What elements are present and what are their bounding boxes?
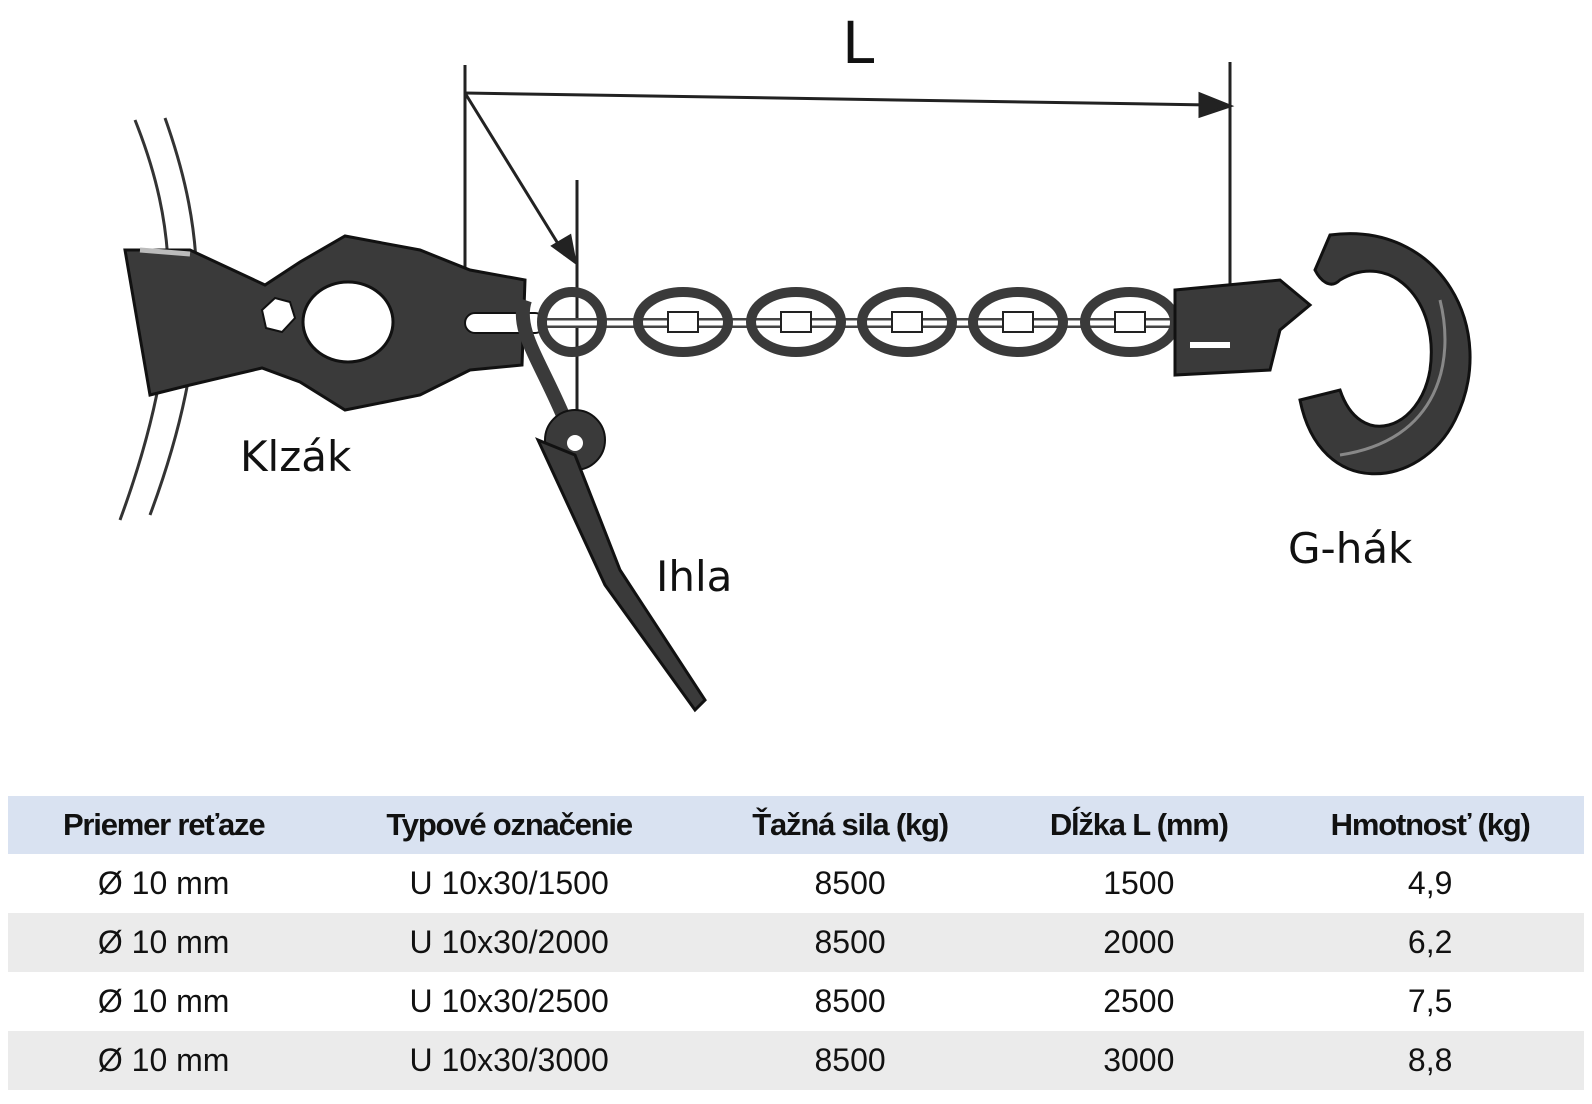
- header-pulling-force: Ťažná sila (kg): [698, 796, 1002, 854]
- cell-chain-diameter: Ø 10 mm: [8, 1031, 320, 1090]
- cell-length-l: 2000: [1001, 913, 1277, 972]
- cell-pulling-force: 8500: [698, 1031, 1002, 1090]
- cell-pulling-force: 8500: [698, 972, 1002, 1031]
- label-g-hak: G-hák: [1288, 524, 1413, 573]
- header-chain-diameter: Priemer reťaze: [8, 796, 320, 854]
- cell-length-l: 3000: [1001, 1031, 1277, 1090]
- chain-links: [537, 287, 1230, 357]
- chain-diagram-drawing: [118, 62, 1472, 713]
- label-klzak: Klzák: [240, 432, 352, 481]
- table-row: Ø 10 mm U 10x30/2000 8500 2000 6,2: [8, 913, 1584, 972]
- cell-pulling-force: 8500: [698, 854, 1002, 913]
- dimension-label-l: L: [842, 9, 875, 77]
- header-type-designation: Typové označenie: [319, 796, 699, 854]
- cell-type-designation: U 10x30/2000: [319, 913, 699, 972]
- dimension-line: [463, 62, 1235, 430]
- cell-type-designation: U 10x30/3000: [319, 1031, 699, 1090]
- table-header-row: Priemer reťaze Typové označenie Ťažná si…: [8, 796, 1584, 854]
- cell-pulling-force: 8500: [698, 913, 1002, 972]
- cell-type-designation: U 10x30/2500: [319, 972, 699, 1031]
- cell-weight: 7,5: [1276, 972, 1584, 1031]
- cell-chain-diameter: Ø 10 mm: [8, 972, 320, 1031]
- cell-length-l: 2500: [1001, 972, 1277, 1031]
- cell-type-designation: U 10x30/1500: [319, 854, 699, 913]
- specification-table: Priemer reťaze Typové označenie Ťažná si…: [8, 796, 1584, 1090]
- header-length-l: Dĺžka L (mm): [1001, 796, 1277, 854]
- table-row: Ø 10 mm U 10x30/2500 8500 2500 7,5: [8, 972, 1584, 1031]
- table-row: Ø 10 mm U 10x30/3000 8500 3000 8,8: [8, 1031, 1584, 1090]
- g-hak-hook: [1173, 232, 1472, 476]
- klzak-skid: [123, 234, 546, 412]
- cell-weight: 4,9: [1276, 854, 1584, 913]
- label-ihla: Ihla: [656, 552, 733, 601]
- header-weight: Hmotnosť (kg): [1276, 796, 1584, 854]
- table-row: Ø 10 mm U 10x30/1500 8500 1500 4,9: [8, 854, 1584, 913]
- chain-diagram: L Klzák Ihla G-hák: [118, 9, 1472, 713]
- ihla-needle: [515, 297, 707, 713]
- cell-length-l: 1500: [1001, 854, 1277, 913]
- cell-chain-diameter: Ø 10 mm: [8, 913, 320, 972]
- cell-weight: 6,2: [1276, 913, 1584, 972]
- cell-weight: 8,8: [1276, 1031, 1584, 1090]
- cell-chain-diameter: Ø 10 mm: [8, 854, 320, 913]
